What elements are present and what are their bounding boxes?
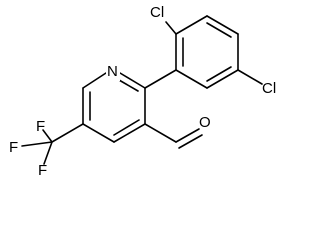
double-bond-cho-o — [178, 134, 203, 149]
double-bond-p5-p6 — [206, 66, 232, 82]
bond-cf3-f-top — [42, 129, 53, 143]
bond-n-c2 — [119, 72, 146, 89]
aldehyde-group — [144, 123, 203, 149]
atom-nitrogen: N — [107, 63, 118, 80]
double-bond-c3-c4 — [113, 119, 140, 136]
bond-p3-p4 — [206, 15, 239, 35]
atom-fluorine-left: F — [9, 139, 18, 156]
atom-fluorine-top: F — [36, 118, 45, 135]
bond-cf3-f-left — [21, 141, 53, 147]
atom-aldehyde-oxygen: O — [199, 114, 211, 131]
structure-canvas: N Cl Cl O F F F — [9, 4, 276, 179]
bond-cf3-f-bottom — [43, 141, 53, 165]
atom-chlorine-right: Cl — [262, 80, 276, 97]
bond-c3-cho — [144, 123, 177, 143]
bond-p2-p3 — [175, 15, 208, 35]
bond-c5-cf3 — [51, 123, 84, 143]
atom-chlorine-top: Cl — [150, 4, 164, 21]
double-bond-p3-p4 — [206, 22, 232, 38]
label-mask-n — [106, 63, 120, 81]
bond-c3-c4 — [113, 123, 146, 143]
bond-p5-cl — [237, 69, 263, 85]
bond-pyridine-phenyl — [144, 69, 177, 89]
bond-p6-p1 — [175, 69, 208, 89]
bond-p5-p6 — [206, 69, 239, 89]
bond-c4-c5 — [82, 123, 115, 143]
dichlorophenyl-ring — [144, 15, 263, 89]
bond-p2-cl — [165, 21, 177, 35]
double-bond-n-c2 — [118, 79, 139, 92]
trifluoromethyl-group — [21, 123, 84, 165]
pyridine-ring — [82, 72, 146, 143]
atom-labels: N Cl Cl O F F F — [9, 4, 276, 179]
bond-cho-o — [175, 128, 200, 143]
atom-fluorine-bottom: F — [38, 162, 47, 179]
bond-c6-n — [82, 72, 107, 89]
chemical-structure-diagram: N Cl Cl O F F F — [9, 4, 276, 179]
